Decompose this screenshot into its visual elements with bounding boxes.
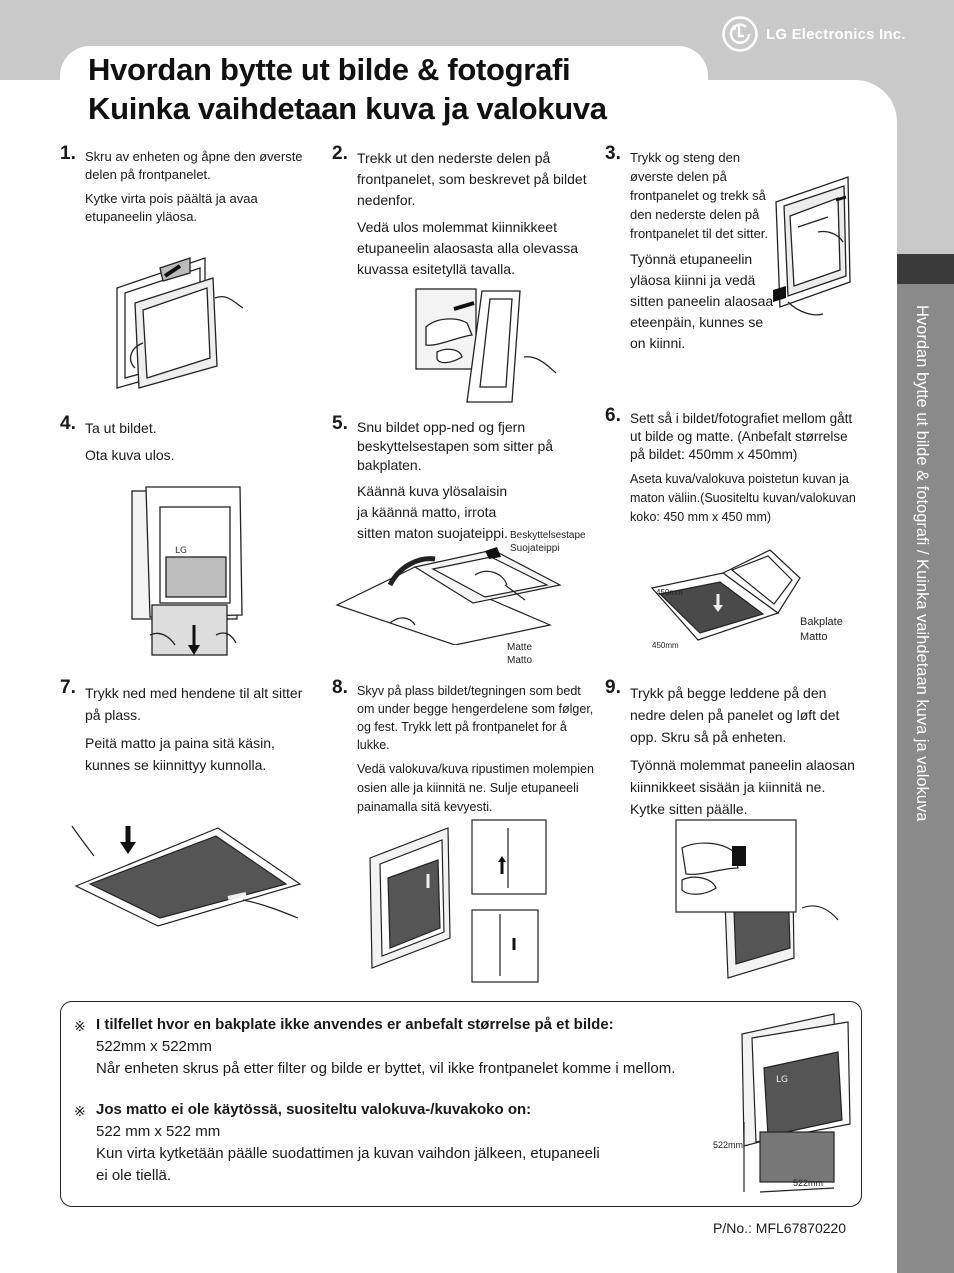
mat-label-fi: Matto (507, 655, 533, 666)
note-mark-icon: ※ (74, 1103, 86, 1119)
brand: LG Electronics Inc. (722, 16, 906, 52)
step-8-illustration (369, 819, 547, 983)
step-4-illustration: LG (131, 486, 243, 656)
step-text-fi: Aseta kuva/valokuva poistetun kuvan ja m… (630, 472, 856, 524)
step-text: Snu bildet opp-ned og fjern beskyttelses… (357, 418, 592, 544)
mat-label-no: Matte (507, 642, 533, 653)
step-text: Sett så i bildet/fotografiet mellom gått… (630, 410, 862, 527)
note-mark-icon: ※ (74, 1018, 86, 1034)
step-6-illustration (650, 549, 801, 641)
mat-label: Matte Matto (507, 641, 532, 667)
page-title: Hvordan bytte ut bilde & fotografi Kuink… (88, 50, 607, 128)
step-text-fi: Työnnä molemmat paneelin alaosan kiinnik… (630, 757, 855, 817)
lg-logo-icon (722, 16, 758, 52)
step-number: 5. (332, 413, 348, 434)
note-fi-text-1: Kun virta kytketään päälle suodattimen j… (96, 1145, 600, 1162)
step-text-no: Snu bildet opp-ned og fjern beskyttelses… (357, 419, 554, 473)
step-text-no: Ta ut bildet. (85, 420, 157, 436)
step-text-no: Skru av enheten og åpne den øverste dele… (85, 149, 303, 182)
step-text: Trekk ut den nederste delen på frontpane… (357, 148, 592, 280)
step-3-illustration (773, 176, 851, 316)
title-line-no: Hvordan bytte ut bilde & fotografi (88, 52, 571, 87)
tape-label-fi: Suojateippi (510, 543, 560, 554)
tape-label-no: Beskyttelsestape (510, 530, 586, 541)
step-text-fi: Käännä kuva ylösalaisin ja käännä matto,… (357, 483, 508, 541)
step-text-no: Trykk ned med hendene til alt sitter på … (85, 685, 303, 723)
step-number: 9. (605, 677, 621, 698)
step-text-fi: Kytke virta pois päältä ja avaa etupanee… (85, 191, 258, 224)
step-text-fi: Ota kuva ulos. (85, 447, 175, 463)
brand-name: LG Electronics Inc. (766, 25, 906, 43)
step-7-illustration (71, 825, 302, 927)
step-text: Ta ut bildet. Ota kuva ulos. (85, 418, 310, 466)
svg-text:LG: LG (175, 546, 187, 556)
title-line-fi: Kuinka vaihdetaan kuva ja valokuva (88, 91, 607, 126)
step-number: 2. (332, 143, 348, 164)
svg-text:LG: LG (776, 1075, 788, 1085)
note-box (60, 1001, 862, 1207)
side-tab-marker (897, 254, 954, 284)
step-number: 3. (605, 143, 621, 164)
side-tab-text: Hvordan bytte ut bilde & fotografi / Kui… (913, 305, 931, 822)
note-fi-text-2: ei ole tiellä. (96, 1167, 172, 1184)
backplate-label-no: Bakplate (800, 616, 843, 628)
step-text: Trykk ned med hendene til alt sitter på … (85, 682, 315, 776)
backplate-label-fi: Matto (800, 631, 828, 643)
step-text-no: Trykk på begge leddene på den nedre dele… (630, 685, 840, 745)
step-number: 6. (605, 405, 621, 426)
backplate-label: Bakplate Matto (800, 615, 843, 645)
dim-522-height: 522mm (713, 1140, 744, 1150)
step-text-fi: Työnnä etupaneelin yläosa kiinni ja vedä… (630, 251, 774, 351)
step-2-illustration (415, 288, 557, 403)
step-text-no: Skyv på plass bildet/tegningen som bedt … (357, 684, 594, 752)
step-text-fi: Peitä matto ja paina sitä käsin, kunnes … (85, 735, 275, 773)
note-no-heading: I tilfellet hvor en bakplate ikke anvend… (96, 1016, 614, 1033)
step-text-no: Sett så i bildet/fotografiet mellom gått… (630, 411, 853, 462)
step-text: Skru av enheten og åpne den øverste dele… (85, 148, 310, 226)
step-text-no: Trykk og steng den øverste delen på fron… (630, 150, 769, 241)
dim-450-bottom: 450mm (652, 641, 679, 650)
step-1-illustration (116, 257, 244, 389)
note-illustration: LG (741, 1013, 851, 1193)
step-number: 8. (332, 677, 348, 698)
step-text: Skyv på plass bildet/tegningen som bedt … (357, 682, 597, 817)
step-text-no: Trekk ut den nederste delen på frontpane… (357, 150, 587, 208)
step-text-fi: Vedä valokuva/kuva ripustimen molempien … (357, 762, 594, 814)
part-number: P/No.: MFL67870220 (713, 1220, 847, 1236)
step-text-fi: Vedä ulos molemmat kiinnikkeet etupaneel… (357, 219, 579, 277)
note-no-size: 522mm x 522mm (96, 1038, 212, 1055)
note-fi-size: 522 mm x 522 mm (96, 1123, 221, 1140)
step-5-illustration (335, 547, 562, 645)
step-number: 4. (60, 413, 76, 434)
step-9-illustration (675, 819, 839, 979)
dim-450-top: 450mm (656, 588, 683, 597)
note-no-text: Når enheten skrus på etter filter og bil… (96, 1060, 676, 1077)
tape-label: Beskyttelsestape Suojateippi (510, 529, 586, 555)
title-tab (60, 46, 708, 136)
side-tab (897, 284, 954, 1273)
step-text: Trykk og steng den øverste delen på fron… (630, 148, 775, 354)
dim-522-width: 522mm (793, 1178, 824, 1188)
step-text: Trykk på begge leddene på den nedre dele… (630, 682, 860, 820)
step-number: 1. (60, 143, 76, 164)
step-number: 7. (60, 677, 76, 698)
note-fi-heading: Jos matto ei ole käytössä, suositeltu va… (96, 1101, 532, 1118)
